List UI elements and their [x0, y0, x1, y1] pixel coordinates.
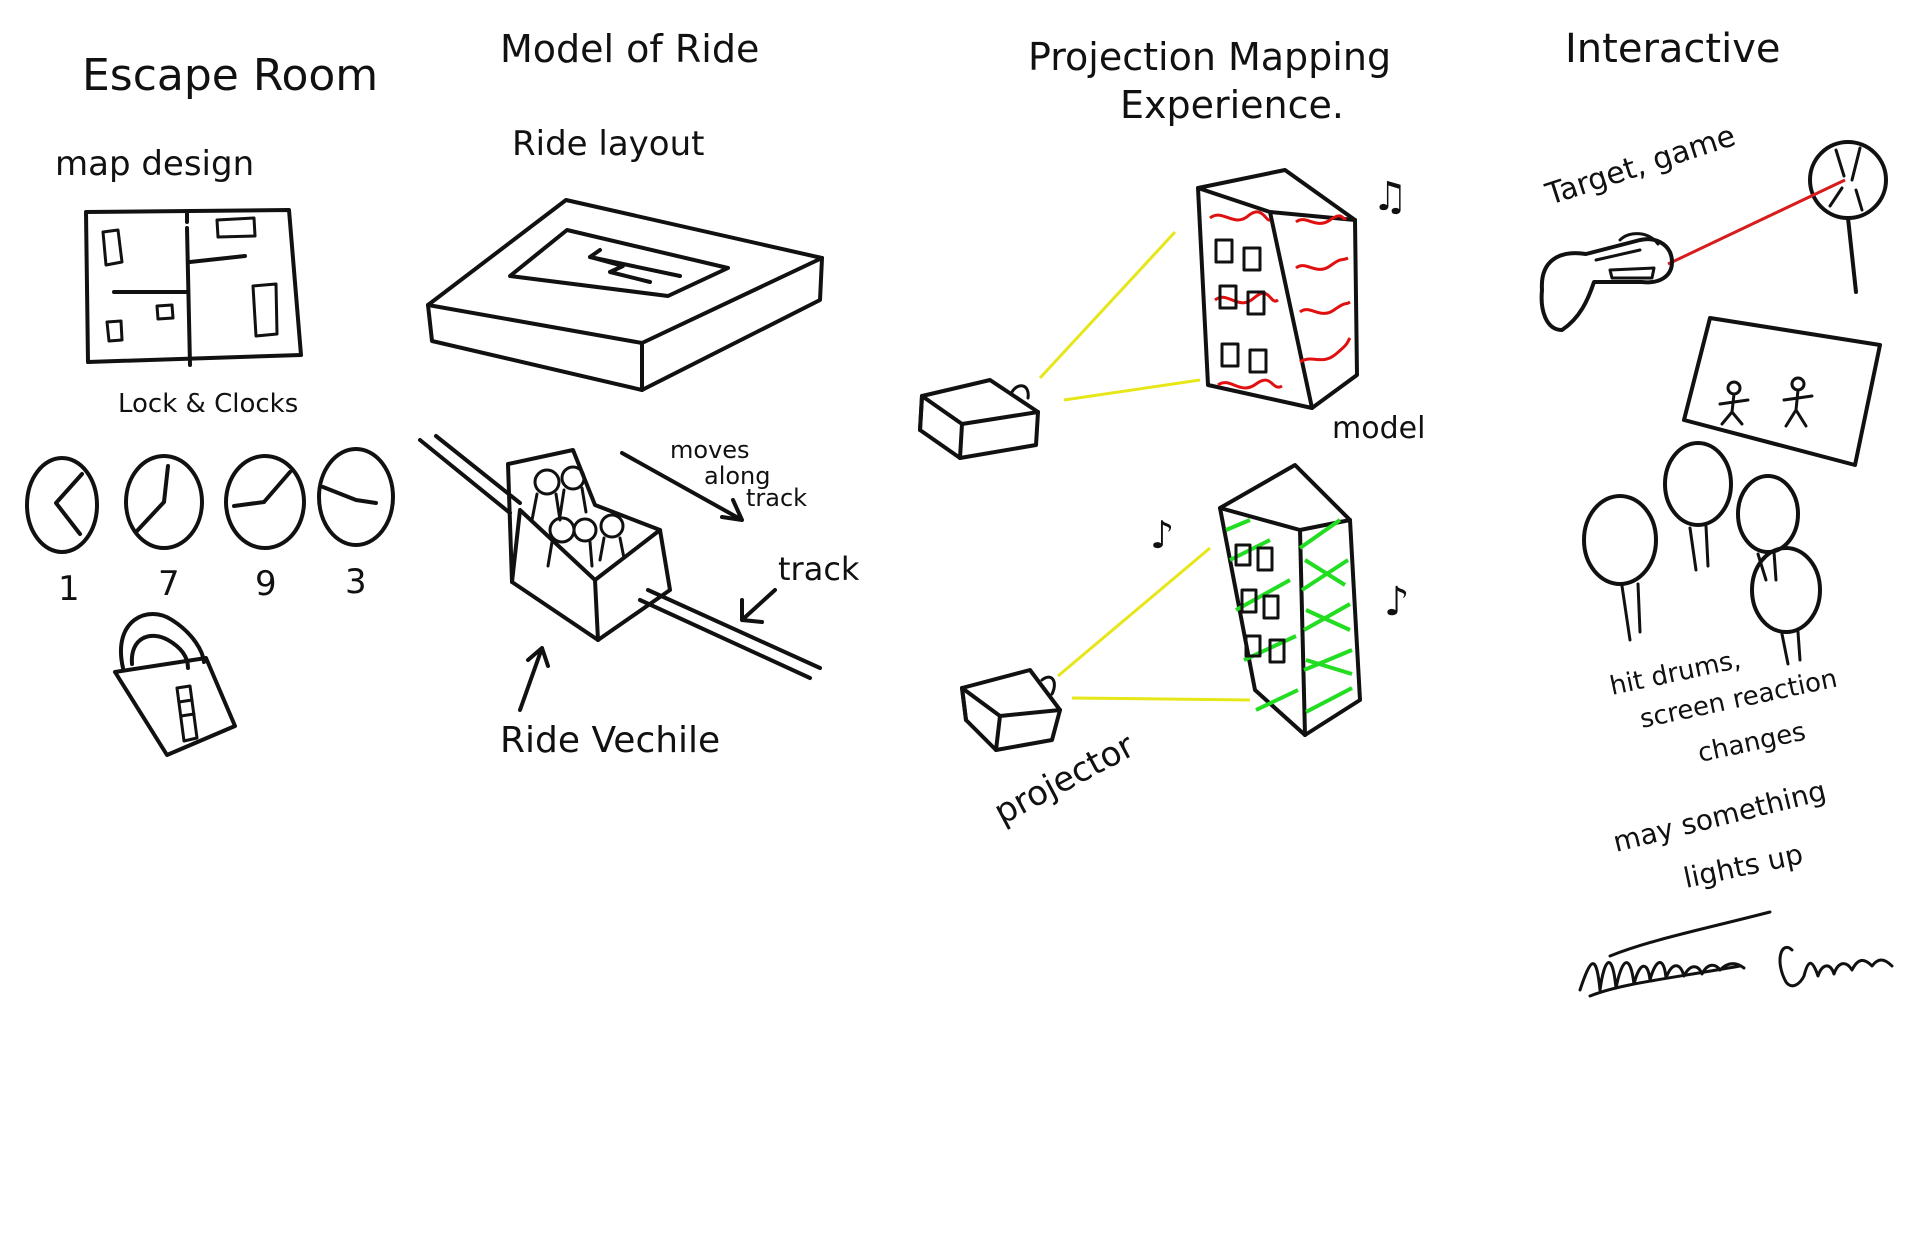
clock-9-icon — [224, 454, 306, 550]
ride-layout-model — [426, 198, 824, 392]
projector-label: projector — [987, 726, 1141, 833]
building-model-green — [1218, 463, 1362, 737]
drums-label-3: changes — [1695, 717, 1808, 769]
projection-title-line-1: Projection Mapping — [1028, 35, 1391, 79]
interactive-section: Interactive Target, game — [1539, 26, 1894, 998]
projection-beam-2a — [1057, 546, 1211, 678]
map-design-label: map design — [55, 144, 254, 184]
padlock-icon — [113, 612, 237, 757]
projection-beam-1a — [1038, 230, 1177, 380]
blaster-icon — [1539, 232, 1674, 332]
lock-clocks-label: Lock & Clocks — [118, 389, 298, 419]
escape-room-title: Escape Room — [82, 50, 378, 101]
signature-drawing — [1578, 910, 1894, 998]
model-label: model — [1332, 411, 1425, 446]
target-game-label: Target, game — [1541, 118, 1740, 212]
escape-room-section: Escape Room map design Lock & Clocks — [25, 50, 395, 757]
projection-beam-1b — [1063, 378, 1201, 402]
ride-vehicle-label: Ride Vechile — [500, 720, 720, 761]
clock-number-3: 3 — [345, 562, 367, 602]
projector-1-icon — [918, 378, 1040, 460]
clock-number-7: 7 — [158, 564, 180, 604]
music-note-icon-3: ♪ — [1384, 579, 1410, 625]
music-note-icon-2: ♪ — [1150, 513, 1174, 557]
drums-icon — [1582, 441, 1822, 666]
ride-title: Model of Ride — [500, 27, 759, 71]
moves-label-2: along — [704, 462, 771, 490]
clock-3-icon — [317, 447, 395, 547]
track-arrow-icon — [740, 588, 777, 624]
clock-7-icon — [124, 454, 204, 550]
track-label: track — [778, 550, 860, 588]
building-model-red — [1196, 168, 1359, 410]
interactive-title: Interactive — [1565, 26, 1780, 72]
projector-2-icon — [960, 668, 1062, 752]
music-note-icon: ♫ — [1372, 174, 1408, 220]
lights-label-2: lights up — [1681, 837, 1806, 894]
projection-beam-2b — [1071, 696, 1251, 702]
clock-1-icon — [25, 456, 99, 554]
clock-number-1: 1 — [58, 569, 80, 609]
moves-label-3: track — [746, 484, 807, 512]
clock-number-9: 9 — [255, 564, 277, 604]
moves-arrow-icon — [620, 451, 744, 522]
reaction-screen — [1682, 316, 1882, 467]
moves-label-1: moves — [670, 436, 750, 464]
track — [418, 434, 822, 680]
projection-section: Projection Mapping Experience. ♫ — [918, 35, 1425, 833]
projection-title-line-2: Experience. — [1120, 83, 1344, 127]
ride-vehicle — [506, 448, 672, 642]
laser-beam — [1667, 178, 1846, 266]
target-icon — [1808, 140, 1888, 294]
vehicle-arrow-icon — [518, 646, 550, 712]
map-floorplan — [84, 208, 303, 367]
ride-layout-label: Ride layout — [512, 124, 704, 164]
ride-section: Model of Ride Ride layout — [418, 27, 860, 761]
